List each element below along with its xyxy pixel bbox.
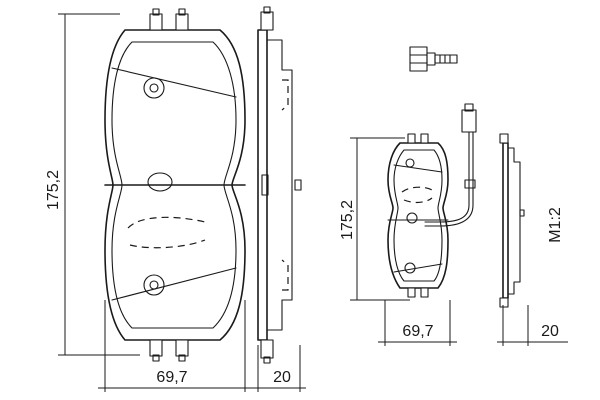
small-pad-height-label: 175,2 (339, 200, 356, 240)
large-pad-rivet-center (147, 172, 173, 192)
large-pad-front-view (104, 8, 246, 362)
mounting-bolt (409, 46, 458, 72)
large-pad-rivet-bottom (143, 274, 165, 296)
large-pad-bottom-clips (149, 339, 189, 362)
small-pad-thickness-label: 20 (541, 323, 559, 340)
large-pad-thickness-label: 20 (273, 369, 291, 386)
wear-sensor (424, 103, 477, 227)
small-pad-width-dimension: 69,7 (378, 300, 457, 346)
large-pad-height-label: 175,2 (45, 170, 62, 210)
small-pad-front-view (387, 133, 449, 298)
large-pad-width-label: 69,7 (156, 369, 187, 386)
large-pad-width-dimension: 69,7 (98, 300, 252, 392)
small-pad-thickness-dimension: 20 (497, 305, 568, 346)
large-pad-side-view (257, 6, 302, 364)
scale-label: M1:2 (547, 207, 564, 243)
large-pad-rivet-top (143, 77, 165, 99)
small-pad-height-dimension: 175,2 (339, 137, 410, 301)
small-pad-side-view (499, 133, 525, 308)
small-pad-width-label: 69,7 (402, 323, 433, 340)
large-pad-top-clips (149, 8, 189, 31)
large-pad-thickness-dimension: 20 (252, 345, 306, 392)
large-pad-height-dimension: 175,2 (45, 13, 140, 356)
